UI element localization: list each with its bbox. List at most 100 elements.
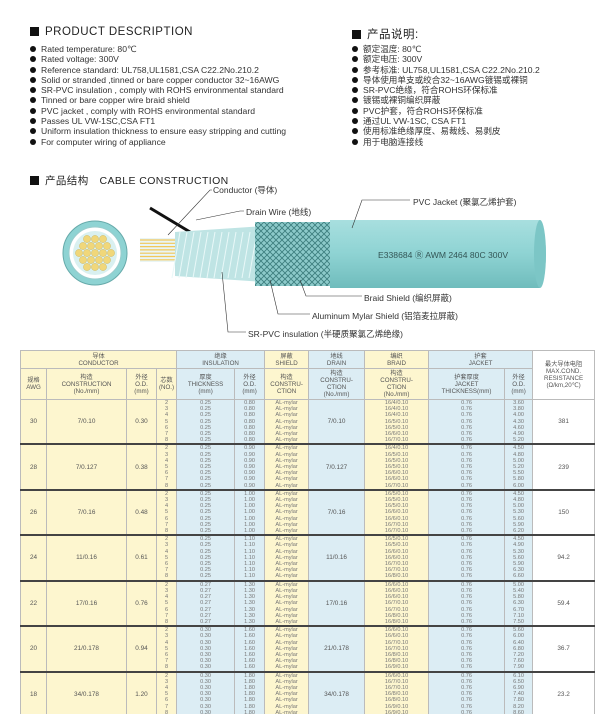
table-value: 3 (164, 497, 169, 504)
table-value: AL-mylar (275, 464, 298, 471)
table-value: 4 (164, 594, 169, 601)
table-value: 1.10 (244, 536, 255, 543)
table-value: 3 (164, 633, 169, 640)
table-value: 0.76 (461, 618, 472, 625)
table-value: 6.30 (513, 567, 525, 574)
table-value: 1.80 (244, 703, 255, 710)
table-value: 7.10 (513, 612, 525, 619)
table-value: 0.76 (461, 548, 472, 555)
table-value: 6.60 (513, 573, 525, 580)
table-value: 8.60 (513, 709, 525, 714)
header-shield: 屏蔽 SHIELD (264, 350, 310, 369)
table-value: AL-mylar (275, 497, 298, 504)
table-value: 7 (164, 567, 169, 574)
table-value: 3 (164, 678, 169, 685)
table-value: 0.25 (200, 509, 211, 516)
table-value: 7.60 (513, 658, 525, 665)
table-value: 8.20 (513, 703, 525, 710)
table-value: AL-mylar (275, 490, 298, 497)
table-value: AL-mylar (275, 445, 298, 452)
table-value: 0.76 (461, 528, 472, 535)
header-resistance: 最大导体电阻 MAX.COND. RESISTANCE (Ω/km,20℃) (532, 350, 596, 400)
table-value: 4 (164, 503, 169, 510)
spec-table: 导体 CONDUCTOR 绝缘 INSULATION 屏蔽 SHIELD 地线 … (19, 350, 596, 714)
description-item: Reference standard: UL758,UL1581,CSA C22… (30, 65, 286, 75)
table-value: 0.76 (461, 457, 472, 464)
table-value: 0.25 (200, 400, 211, 406)
table-value: 16/6/0.10 (384, 672, 409, 679)
table-value: AL-mylar (275, 691, 298, 698)
table-value: 5.40 (513, 587, 525, 594)
table-value: 0.76 (461, 482, 472, 489)
table-value: AL-mylar (275, 521, 298, 528)
table-value: 5.60 (513, 515, 525, 522)
table-value: 3 (164, 406, 169, 413)
table-value: AL-mylar (275, 548, 298, 555)
table-value: 5 (164, 554, 169, 561)
drain-cell: 7/0.16 (308, 489, 366, 537)
table-value: 1.00 (244, 528, 255, 535)
table-value: 0.76 (461, 412, 472, 419)
table-value: 16/4/0.10 (384, 445, 409, 452)
table-value: 0.30 (200, 645, 211, 652)
table-value: 1.00 (244, 509, 255, 516)
table-value: 1.30 (244, 587, 255, 594)
table-value: 0.25 (200, 476, 211, 483)
table-value: 4.30 (513, 418, 525, 425)
table-value: AL-mylar (275, 651, 298, 658)
table-value: 0.90 (244, 457, 255, 464)
col-drain-construction: 构造 CONSTRU- CTION (No./mm) (308, 368, 366, 400)
od-cell: 1.20 (126, 671, 157, 714)
table-value: 0.76 (461, 561, 472, 568)
table-value: 0.25 (200, 497, 211, 504)
table-value: 1.60 (244, 639, 255, 646)
table-value: 16/7/0.10 (384, 684, 409, 691)
table-value: 0.25 (200, 490, 211, 497)
table-value: AL-mylar (275, 567, 298, 574)
table-value: 8 (164, 528, 169, 535)
table-value: 1.60 (244, 664, 255, 671)
table-value: 16/5/0.10 (384, 542, 409, 549)
table-value: 1.80 (244, 678, 255, 685)
table-value: 0.76 (461, 664, 472, 671)
table-value: 0.76 (461, 633, 472, 640)
awg-cell: 28 (20, 444, 47, 491)
table-value: 16/6/0.10 (384, 515, 409, 522)
table-value: 6.00 (513, 633, 525, 640)
table-value: 16/7/0.10 (384, 678, 409, 685)
table-value: 0.80 (244, 400, 255, 406)
table-value: 4.90 (513, 542, 525, 549)
table-value: 4 (164, 457, 169, 464)
table-value: 0.27 (200, 600, 211, 607)
table-value: 0.76 (461, 594, 472, 601)
table-value: 4 (164, 684, 169, 691)
table-value: 0.76 (461, 651, 472, 658)
description-item: For computer wiring of appliance (30, 137, 286, 147)
table-value: 5.30 (513, 548, 525, 555)
table-value: 0.76 (461, 554, 472, 561)
product-description-title: PRODUCT DESCRIPTION (30, 26, 193, 38)
table-value: 0.80 (244, 418, 255, 425)
table-value: 0.90 (244, 470, 255, 477)
drain-cell: 11/0.16 (308, 535, 366, 582)
table-value: AL-mylar (275, 482, 298, 489)
description-item: 参考标准: UL758,UL1581,CSA C22.2No.210.2 (352, 65, 540, 75)
table-value: 2 (164, 672, 169, 679)
description-item: 用于电脑连接线 (352, 137, 540, 147)
